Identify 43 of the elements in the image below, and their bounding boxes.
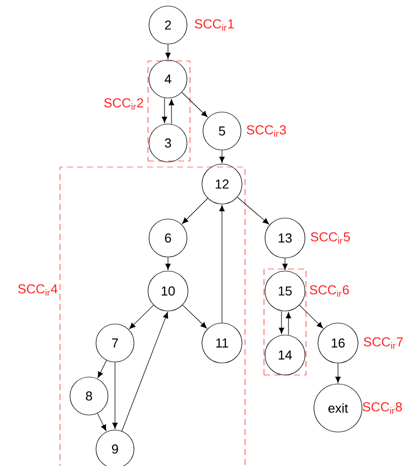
circle-node: 7	[96, 324, 134, 362]
scc-label: SCC$_{ir}$7	[364, 337, 403, 349]
arrow	[162, 98, 168, 123]
circle-node: exit	[314, 384, 362, 432]
arrow	[97, 413, 106, 431]
circle-node: 6	[148, 218, 188, 258]
arrow	[182, 304, 207, 328]
arrow	[299, 304, 324, 328]
circle-node: 11	[202, 322, 242, 364]
circle-node: 10	[148, 270, 188, 312]
arrow	[335, 363, 341, 383]
scc-label: SCC$_{ir}$3	[246, 125, 286, 137]
arrow	[219, 205, 225, 323]
arrow	[278, 311, 284, 334]
arrow	[182, 198, 208, 224]
circle-node: 3	[148, 124, 188, 162]
scc-label: SCC$_{ir}$6	[310, 285, 349, 297]
circle-node: 15	[264, 270, 306, 312]
arrow	[168, 99, 174, 124]
arrow	[182, 92, 208, 118]
arrow	[219, 150, 225, 163]
scc-label: SCC$_{ir}$4	[18, 284, 58, 296]
scc-label: SCC$_{ir}$8	[362, 402, 402, 414]
arrow	[286, 312, 292, 335]
arrow	[112, 362, 118, 429]
circle-node: 2	[148, 6, 188, 44]
circle-node: 4	[148, 60, 188, 98]
scc-label: SCC$_{ir}$2	[104, 98, 144, 110]
scc-label: SCC$_{ir}$1	[194, 19, 234, 31]
circle-node: 12	[202, 164, 242, 204]
arrow	[165, 257, 171, 270]
circle-node: 8	[70, 376, 108, 416]
arrow	[237, 196, 270, 224]
arrow	[98, 360, 107, 378]
circle-node: 13	[264, 218, 306, 258]
circle-node: 5	[202, 112, 242, 150]
circle-node: 16	[318, 322, 358, 364]
arrow	[282, 258, 288, 270]
arrow	[129, 304, 154, 330]
arrow	[165, 44, 171, 59]
circle-node: 14	[264, 334, 306, 376]
arrow	[122, 312, 168, 432]
scc-label: SCC$_{ir}$5	[310, 232, 350, 244]
